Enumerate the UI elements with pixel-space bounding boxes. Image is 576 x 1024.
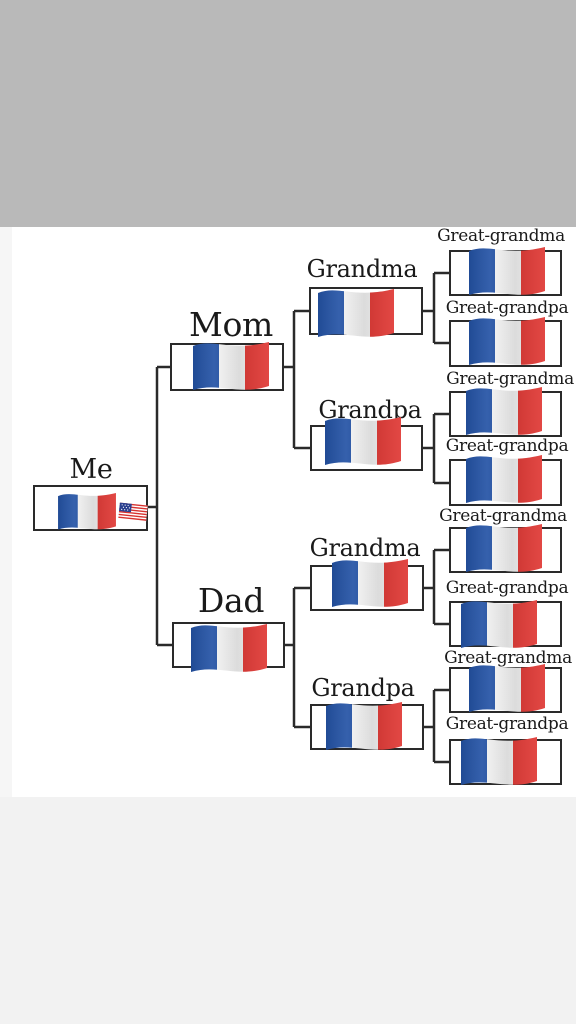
france-flag-icon bbox=[321, 413, 405, 471]
label-great-grandpa-1: Great-grandpa bbox=[445, 298, 569, 318]
france-flag-icon bbox=[462, 520, 546, 578]
label-dad-grandpa: Grandpa bbox=[311, 674, 415, 702]
label-mom: Mom bbox=[188, 305, 274, 344]
label-mom-grandma: Grandma bbox=[306, 255, 418, 283]
france-flag-icon bbox=[314, 285, 398, 343]
connector-mom-grandparents bbox=[284, 309, 310, 450]
france-flag-icon bbox=[462, 383, 546, 441]
panel-left-edge bbox=[0, 227, 12, 797]
label-dad: Dad bbox=[197, 581, 265, 620]
connector-mom-grandpa-greats bbox=[423, 412, 449, 485]
connector-dad-grandpa-greats bbox=[424, 688, 449, 764]
usa-flag-icon bbox=[118, 502, 148, 523]
label-great-grandpa-3: Great-grandpa bbox=[445, 578, 569, 598]
label-great-grandpa-4: Great-grandpa bbox=[445, 714, 569, 734]
label-mom-grandpa: Grandpa bbox=[318, 396, 422, 424]
top-gray-band bbox=[0, 0, 576, 227]
france-flag-icon bbox=[328, 555, 412, 613]
label-great-grandma-4: Great-grandma bbox=[444, 648, 572, 668]
france-flag-icon bbox=[322, 698, 406, 756]
label-great-grandma-2: Great-grandma bbox=[446, 369, 574, 389]
france-flag-icon bbox=[462, 451, 546, 509]
connector-dad-grandparents bbox=[285, 586, 310, 729]
france-flag-icon bbox=[457, 733, 541, 791]
france-flag-icon bbox=[189, 338, 273, 396]
label-great-grandma-3: Great-grandma bbox=[439, 506, 567, 526]
bottom-gray-band bbox=[0, 797, 576, 1024]
france-flag-icon bbox=[457, 596, 541, 654]
france-flag-icon bbox=[465, 660, 549, 718]
connector-dad-grandma-greats bbox=[424, 548, 449, 626]
france-flag-icon bbox=[187, 620, 271, 678]
france-flag-icon bbox=[55, 490, 119, 534]
connector-me-parents bbox=[148, 365, 172, 647]
label-great-grandpa-2: Great-grandpa bbox=[445, 436, 569, 456]
label-me: Me bbox=[69, 454, 113, 485]
france-flag-icon bbox=[465, 313, 549, 371]
france-flag-icon bbox=[465, 243, 549, 301]
label-dad-grandma: Grandma bbox=[309, 534, 421, 562]
label-great-grandma-1: Great-grandma bbox=[437, 226, 565, 246]
connector-mom-grandma-greats bbox=[423, 271, 449, 345]
